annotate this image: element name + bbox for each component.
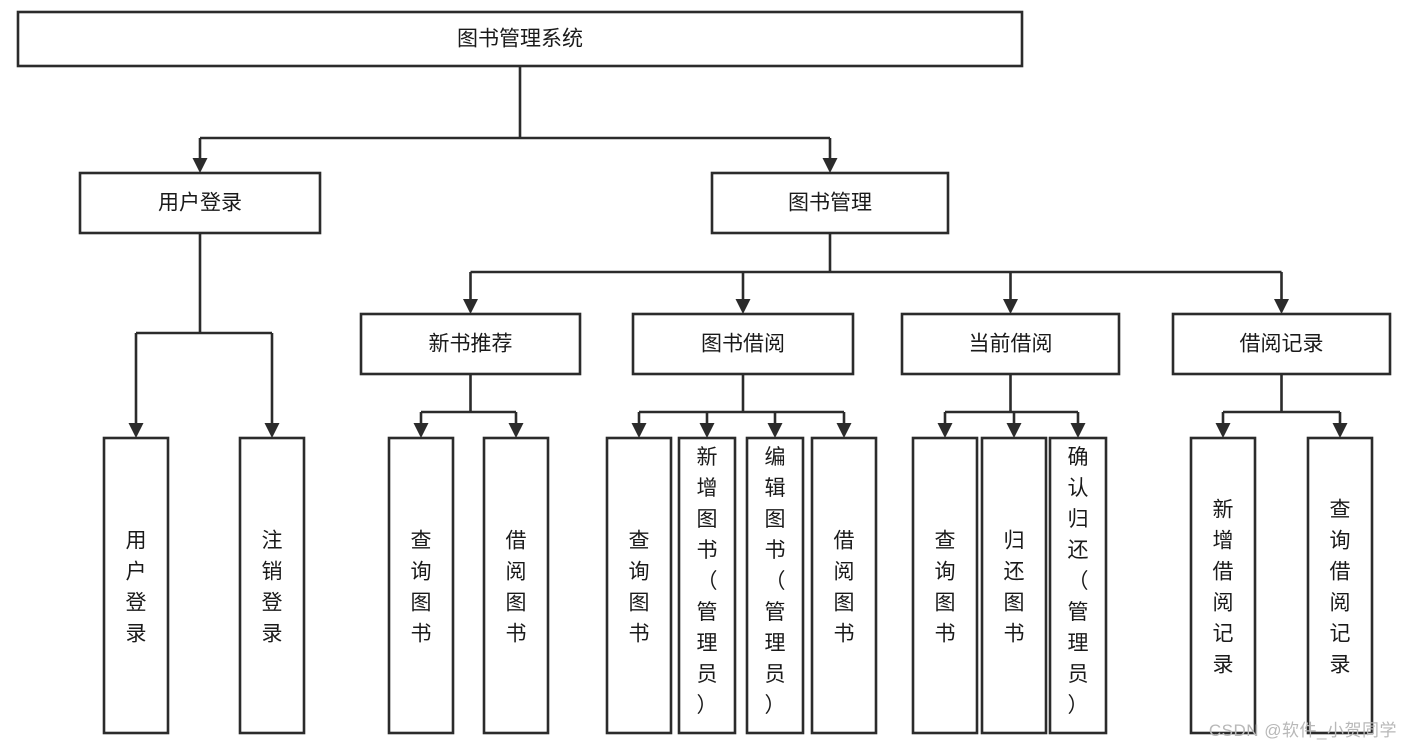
arrow-to-leaf-query-book-1: [413, 423, 429, 438]
node-leaf-logout-label: 注销登录: [262, 530, 283, 646]
node-leaf-return-book[interactable]: 归还图书: [980, 436, 1048, 735]
node-book-borrow-label: 图书借阅: [701, 333, 785, 356]
node-root-box[interactable]: [16, 10, 1024, 68]
node-leaf-borrow-book-1-label: 借阅图书: [506, 530, 527, 646]
node-leaf-user-login[interactable]: 用户登录: [102, 436, 170, 735]
node-leaf-borrow-book-1-box[interactable]: [482, 436, 550, 735]
arrow-to-leaf-borrow-book-1: [508, 423, 524, 438]
arrow-to-leaf-logout: [264, 423, 280, 438]
arrow-to-leaf-confirm-return-admin: [1070, 423, 1086, 438]
node-leaf-add-borrow-record-box[interactable]: [1189, 436, 1257, 735]
node-book-borrow[interactable]: 图书借阅: [631, 312, 855, 376]
node-leaf-borrow-book-2-label: 借阅图书: [834, 530, 855, 646]
arrow-to-new-book-rec: [463, 299, 478, 314]
node-book-manage-label: 图书管理: [788, 192, 872, 215]
arrow-to-leaf-query-borrow-record: [1332, 423, 1348, 438]
arrow-to-user-login: [192, 158, 208, 173]
node-leaf-query-borrow-record-box[interactable]: [1306, 436, 1374, 735]
node-borrow-record[interactable]: 借阅记录: [1171, 312, 1392, 376]
node-book-manage[interactable]: 图书管理: [710, 171, 950, 235]
node-leaf-query-book-3-label: 查询图书: [935, 530, 956, 646]
node-leaf-query-book-2-label: 查询图书: [629, 530, 650, 646]
node-leaf-borrow-book-1[interactable]: 借阅图书: [482, 436, 550, 735]
node-leaf-query-book-3[interactable]: 查询图书: [911, 436, 979, 735]
node-leaf-add-borrow-record-label: 新增借阅记录: [1213, 499, 1234, 677]
node-leaf-query-book-2-box[interactable]: [605, 436, 673, 735]
node-user-login-label: 用户登录: [158, 192, 242, 215]
node-leaf-add-borrow-record[interactable]: 新增借阅记录: [1189, 436, 1257, 735]
arrow-to-borrow-record: [1274, 299, 1289, 314]
node-leaf-logout[interactable]: 注销登录: [238, 436, 306, 735]
arrow-to-leaf-return-book: [1006, 423, 1022, 438]
node-leaf-confirm-return-admin[interactable]: 确认归还（管理员）: [1048, 436, 1108, 735]
node-leaf-query-book-1-label: 查询图书: [411, 530, 432, 646]
node-leaf-return-book-label: 归还图书: [1004, 530, 1025, 646]
node-borrow-record-box[interactable]: [1171, 312, 1392, 376]
node-leaf-query-borrow-record[interactable]: 查询借阅记录: [1306, 436, 1374, 735]
node-book-manage-box[interactable]: [710, 171, 950, 235]
node-root-label: 图书管理系统: [457, 28, 583, 51]
node-borrow-record-label: 借阅记录: [1240, 333, 1324, 356]
node-book-borrow-box[interactable]: [631, 312, 855, 376]
arrow-to-leaf-query-book-3: [937, 423, 953, 438]
nodes-layer: 图书管理系统用户登录图书管理新书推荐图书借阅当前借阅借阅记录用户登录注销登录查询…: [16, 10, 1392, 735]
arrow-to-leaf-add-book-admin: [699, 423, 715, 438]
node-leaf-query-book-3-box[interactable]: [911, 436, 979, 735]
node-root[interactable]: 图书管理系统: [16, 10, 1024, 68]
node-current-borrow-box[interactable]: [900, 312, 1121, 376]
node-leaf-edit-book-admin-box[interactable]: [745, 436, 805, 735]
node-leaf-query-book-1-box[interactable]: [387, 436, 455, 735]
node-leaf-confirm-return-admin-label: 确认归还（管理员）: [1068, 446, 1089, 717]
arrow-to-current-borrow: [1003, 299, 1018, 314]
node-new-book-rec[interactable]: 新书推荐: [359, 312, 582, 376]
node-current-borrow-label: 当前借阅: [969, 333, 1053, 356]
node-leaf-return-book-box[interactable]: [980, 436, 1048, 735]
node-leaf-logout-box[interactable]: [238, 436, 306, 735]
node-user-login[interactable]: 用户登录: [78, 171, 322, 235]
node-new-book-rec-box[interactable]: [359, 312, 582, 376]
arrow-to-leaf-add-borrow-record: [1215, 423, 1231, 438]
node-leaf-add-book-admin[interactable]: 新增图书（管理员）: [677, 436, 737, 735]
node-new-book-rec-label: 新书推荐: [429, 333, 513, 356]
node-leaf-add-book-admin-box[interactable]: [677, 436, 737, 735]
arrow-to-book-manage: [822, 158, 838, 173]
node-current-borrow[interactable]: 当前借阅: [900, 312, 1121, 376]
node-leaf-query-borrow-record-label: 查询借阅记录: [1330, 499, 1351, 677]
node-leaf-add-book-admin-label: 新增图书（管理员）: [697, 446, 718, 717]
node-leaf-user-login-label: 用户登录: [126, 530, 147, 646]
connectors-layer: [128, 66, 1348, 438]
node-leaf-edit-book-admin[interactable]: 编辑图书（管理员）: [745, 436, 805, 735]
node-leaf-borrow-book-2-box[interactable]: [810, 436, 878, 735]
arrow-to-leaf-borrow-book-2: [836, 423, 852, 438]
arrow-to-leaf-query-book-2: [631, 423, 647, 438]
arrow-to-book-borrow: [735, 299, 751, 314]
node-leaf-query-book-2[interactable]: 查询图书: [605, 436, 673, 735]
node-leaf-confirm-return-admin-box[interactable]: [1048, 436, 1108, 735]
arrow-to-leaf-user-login: [128, 423, 144, 438]
node-leaf-user-login-box[interactable]: [102, 436, 170, 735]
node-leaf-edit-book-admin-label: 编辑图书（管理员）: [765, 446, 786, 717]
node-leaf-query-book-1[interactable]: 查询图书: [387, 436, 455, 735]
arrow-to-leaf-edit-book-admin: [767, 423, 783, 438]
node-user-login-box[interactable]: [78, 171, 322, 235]
node-leaf-borrow-book-2[interactable]: 借阅图书: [810, 436, 878, 735]
